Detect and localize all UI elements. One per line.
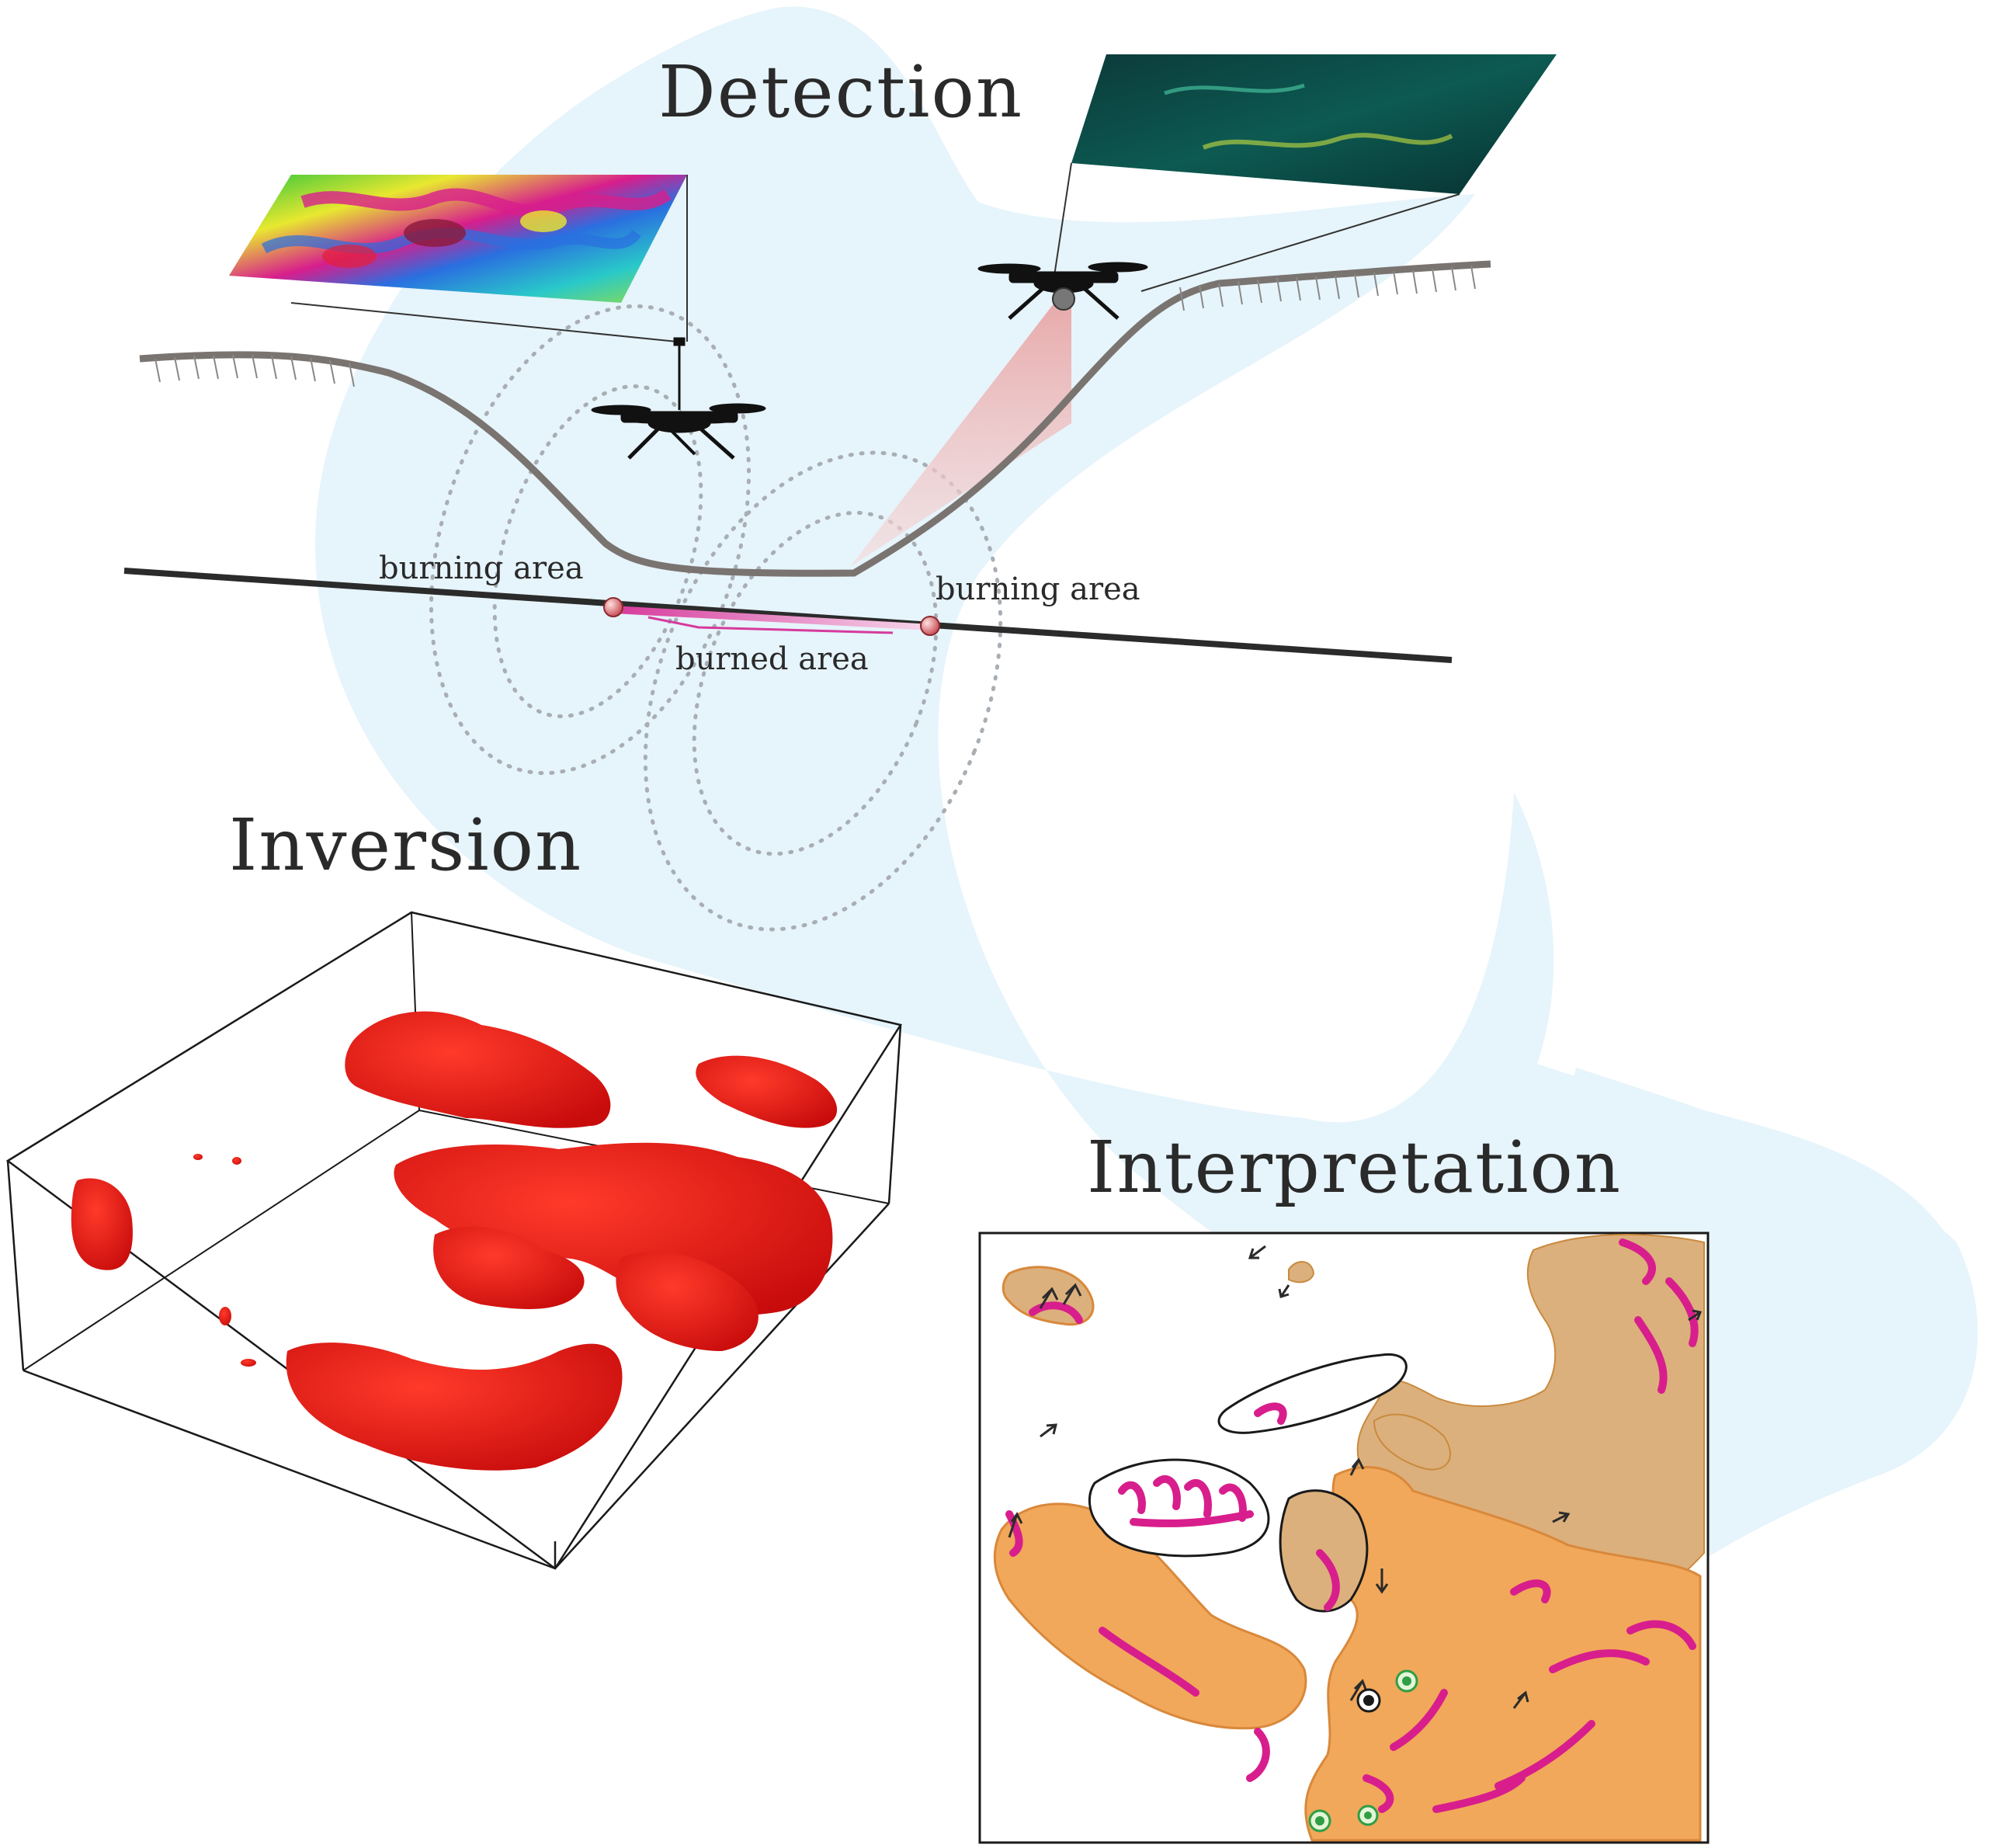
camera-beam [850,299,1071,567]
well-marker-icon [1395,1669,1418,1693]
anomaly-body [345,1011,611,1128]
survey-line [123,568,1453,663]
section-title-detection: Detection [658,50,1023,134]
flow-arrows [1008,1245,1703,1709]
anomaly-body [286,1343,623,1471]
orange-zone [1288,1261,1315,1284]
section-title-interpretation: Interpretation [1087,1126,1622,1209]
well-marker-icon [1357,1805,1379,1826]
inversion-anomalies [71,1011,838,1471]
burning-point-right [920,616,940,636]
anomaly-body [616,1252,758,1351]
terrain-profile [139,260,1491,577]
drone-icon [591,337,766,460]
satellite-image [1051,54,1557,292]
magenta-features [1005,1238,1699,1813]
well-marker-icon [1308,1809,1331,1832]
label-burning-area-left: burning area [379,551,584,586]
backdrop-shape [315,6,1973,1416]
magnetic-survey-image [229,175,688,342]
label-burning-area-right: burning area [936,571,1140,607]
anomaly-body [696,1055,838,1128]
interpretation-map [978,1231,1710,1844]
field-lines [429,304,1003,932]
burning-point-left [603,597,623,617]
anomaly-body [433,1226,585,1309]
well-marker-icon [1356,1688,1381,1713]
section-title-inversion: Inversion [229,804,582,887]
burned-bracket [647,616,894,634]
orange-zone [1279,1489,1369,1613]
camera-drone-icon [977,262,1148,320]
outline-lens [1217,1353,1408,1434]
label-burned-area: burned area [675,641,869,677]
anomaly-body [71,1178,133,1270]
burned-strip [613,606,932,630]
orange-zone [1373,1413,1452,1471]
